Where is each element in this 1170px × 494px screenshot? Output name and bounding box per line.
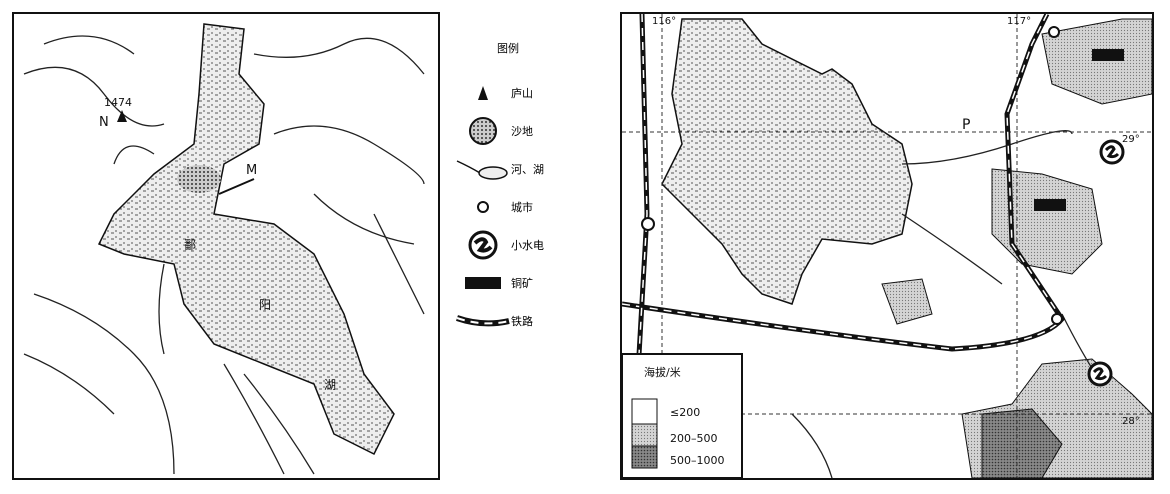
lon-label-116: 116°: [652, 16, 676, 27]
legend-item-lushan: 庐山: [455, 74, 585, 112]
legend-item-copper: 铜矿: [455, 264, 585, 302]
lake-char-1: 鄱: [184, 238, 196, 252]
peak-elevation: 1474: [104, 96, 132, 109]
right-map: 116° 117° 29° 28° P 海拔/米 ≤200 200–500 50…: [620, 12, 1154, 480]
sand-area-m: [177, 165, 221, 193]
lat-label-28: 28°: [1122, 416, 1140, 427]
legend-item-city: 城市: [455, 188, 585, 226]
arrow-to-m: [218, 178, 255, 195]
legend-title: 图例: [497, 42, 519, 55]
copper-mine-icon: [1092, 49, 1124, 61]
hydropower-icon: [1099, 139, 1125, 165]
lake-char-3: 湖: [324, 377, 336, 392]
mountain-peak-icon: [455, 86, 511, 100]
region-map-svg: 116° 117° 29° 28° P 海拔/米 ≤200 200–500 50…: [621, 12, 1153, 479]
city-icon: [641, 217, 655, 231]
legend-item-hydropower: 小水电: [455, 226, 585, 264]
lushan-peak-icon: [117, 110, 127, 122]
sand-icon: [455, 116, 511, 146]
svg-text:≤200: ≤200: [670, 406, 700, 419]
hydropower-icon: [455, 230, 511, 260]
copper-mine-icon: [455, 277, 511, 289]
map-legend: 图例 庐山 沙地 河、湖 城市 小水电 铜矿 铁路: [455, 40, 585, 340]
high-elevation-1: [981, 408, 1063, 479]
city-icon: [1048, 26, 1060, 38]
peak-label-n: N: [99, 115, 109, 130]
lake-region: [661, 18, 913, 305]
elevation-legend-title: 海拔/米: [644, 365, 681, 379]
copper-mine-icon: [1034, 199, 1066, 211]
point-label-m: M: [246, 163, 257, 178]
lake-poyang: [97, 23, 395, 456]
lon-label-117: 117°: [1007, 16, 1031, 27]
hydropower-icon: [1087, 361, 1113, 387]
legend-item-railway: 铁路: [455, 302, 585, 340]
svg-text:200–500: 200–500: [670, 432, 718, 445]
mid-elevation-1: [991, 168, 1103, 275]
elevation-swatch-mid: [631, 423, 658, 447]
railway-icon: [455, 313, 511, 329]
point-label-p: P: [962, 117, 970, 133]
left-map: 1474 N M 鄱 阳 湖: [12, 12, 440, 480]
lake-map-svg: 1474 N M 鄱 阳 湖: [23, 23, 425, 475]
legend-item-river-lake: 河、湖: [455, 150, 585, 188]
svg-text:500–1000: 500–1000: [670, 454, 725, 467]
elevation-swatch-high: [631, 445, 658, 469]
city-icon: [455, 200, 511, 214]
lat-label-29: 29°: [1122, 134, 1140, 145]
city-icon: [1051, 313, 1063, 325]
elevation-swatch-low: [631, 398, 658, 425]
mid-elevation-2: [881, 278, 933, 325]
river-lake-icon: [455, 157, 511, 181]
legend-item-sand: 沙地: [455, 112, 585, 150]
lake-char-2: 阳: [259, 298, 271, 312]
elevation-legend: 海拔/米 ≤200 200–500 500–1000: [621, 353, 743, 479]
